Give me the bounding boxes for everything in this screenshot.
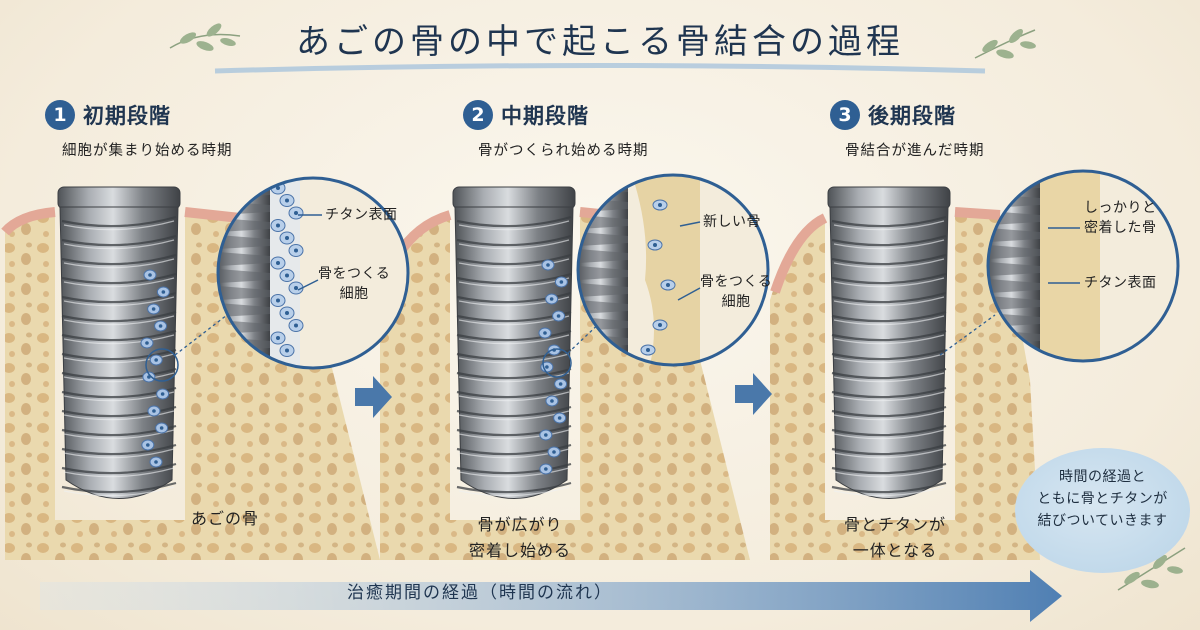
implant-2 <box>452 186 576 499</box>
page-title: あごの骨の中で起こる骨結合の過程 <box>296 22 904 62</box>
implant-1 <box>57 186 181 499</box>
arrow-right-icon <box>735 373 772 415</box>
stage-1-title: 初期段階 <box>83 104 171 128</box>
leaf-icon <box>1117 547 1186 591</box>
stage-2-subtitle: 骨がつくられ始める時期 <box>478 143 649 159</box>
gum-1 <box>1 207 56 236</box>
stage-2-number: 2 <box>463 100 493 130</box>
callout-tight-bone: しっかりと 密着した骨 <box>1084 200 1157 236</box>
callout-bone-cells-1: 骨をつくる 細胞 <box>318 266 391 302</box>
leaf-icon <box>169 23 241 51</box>
note-text: 時間の経過と ともに骨とチタンが 結びついていきます <box>1037 469 1168 529</box>
stage-3-subtitle: 骨結合が進んだ時期 <box>845 143 985 159</box>
callout-bone-cells-2: 骨をつくる 細胞 <box>700 274 773 310</box>
timeline-arrow <box>40 570 1062 622</box>
stage-1-bottom-label: あごの骨 <box>190 509 259 528</box>
focus-ring-2 <box>542 348 572 378</box>
stage-1-header: 1 初期段階 <box>45 100 171 130</box>
stage-3-header: 3 後期段階 <box>830 100 956 130</box>
focus-ring-1 <box>145 348 179 382</box>
stage-2-title: 中期段階 <box>501 104 589 128</box>
leaf-icon <box>974 29 1036 59</box>
timeline-label: 治癒期間の経過（時間の流れ） <box>347 583 613 603</box>
title-underline <box>214 63 986 74</box>
stage-1-subtitle: 細胞が集まり始める時期 <box>62 143 233 159</box>
stage-1-number: 1 <box>45 100 75 130</box>
bone-cells-1 <box>140 269 170 468</box>
stage-3-number: 3 <box>830 100 860 130</box>
gum-3 <box>770 213 828 294</box>
arrow-right-icon <box>355 376 392 418</box>
note-bubble <box>1015 448 1190 573</box>
stage-2-bottom-label: 骨が広がり 密着し始める <box>468 515 571 560</box>
stage-2-header: 2 中期段階 <box>463 100 589 130</box>
stage-3-bottom-label: 骨とチタンが 一体となる <box>843 515 946 560</box>
magnifier-3 <box>986 169 1180 363</box>
callout-new-bone: 新しい骨 <box>703 214 761 230</box>
callout-titanium-surface-1: チタン表面 <box>325 207 398 223</box>
jaw-bone-3 <box>770 210 1040 560</box>
implant-3 <box>827 186 951 499</box>
callout-titanium-surface-3: チタン表面 <box>1084 275 1157 291</box>
stage-3-title: 後期段階 <box>868 104 956 128</box>
